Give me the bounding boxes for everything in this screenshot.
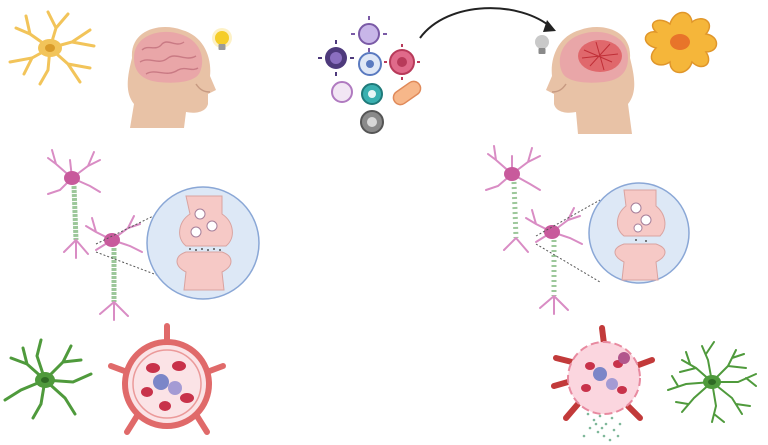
presynaptic-neuron <box>47 149 101 259</box>
virus-icon <box>318 40 354 76</box>
resting-microglia <box>8 10 96 86</box>
intact-blood-vessel <box>108 323 226 435</box>
virus-icon <box>361 83 383 105</box>
curved-arrow-icon <box>419 7 556 39</box>
damaged-postsynaptic-neuron <box>525 207 583 315</box>
healthy-synapse <box>176 195 233 291</box>
bacterium-icon <box>392 80 422 106</box>
leaked-particles <box>582 412 622 442</box>
impaired-synapse <box>614 189 666 281</box>
virus-icon <box>358 52 382 76</box>
virus-icon <box>331 81 353 103</box>
reactive-astrocyte <box>667 341 757 423</box>
postsynaptic-neuron <box>85 215 143 321</box>
virus-icon <box>384 44 420 80</box>
lightbulb-on-icon <box>212 28 232 50</box>
damaged-presynaptic-neuron <box>485 145 541 253</box>
leaky-blood-vessel <box>551 325 655 421</box>
lightbulb-off-icon <box>535 35 549 54</box>
inflamed-head <box>546 27 635 135</box>
virus-icon <box>351 16 387 52</box>
resting-astrocyte <box>3 338 93 420</box>
healthy-head <box>127 27 216 129</box>
pathogen-cluster <box>318 16 422 134</box>
damaged-axon <box>511 181 519 239</box>
virus-icon <box>360 110 384 134</box>
activated-microglia <box>644 11 718 74</box>
presynaptic-axon <box>71 185 79 241</box>
zoom-lines-right <box>535 199 601 283</box>
